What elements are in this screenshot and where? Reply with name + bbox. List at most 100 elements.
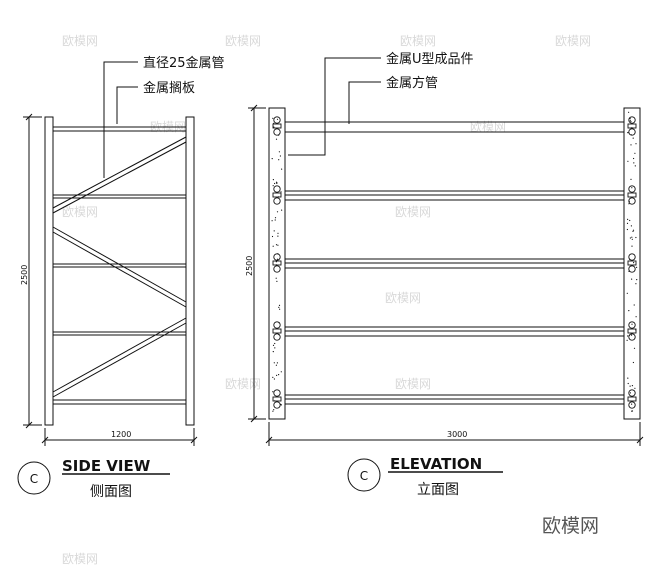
elev-annotation-square-tube: 金属方管 <box>386 75 438 91</box>
upright-speckle <box>627 382 629 385</box>
side-leader-shelf <box>116 86 138 124</box>
upright-speckle <box>274 347 276 349</box>
upright-speckle <box>629 237 632 239</box>
upright-speckle <box>280 191 282 193</box>
upright-speckle <box>632 137 634 139</box>
elev-right-upright <box>623 107 641 420</box>
upright-speckle <box>273 378 275 380</box>
upright-speckle <box>280 371 282 373</box>
upright-speckle <box>631 403 633 405</box>
upright-slot <box>273 253 281 261</box>
upright-speckle <box>278 151 280 153</box>
upright-slot <box>273 401 281 409</box>
elevation-symbol-circle <box>347 458 381 492</box>
upright-speckle <box>276 182 278 184</box>
upright-speckle <box>272 410 274 412</box>
elevation-title: ELEVATION <box>390 455 482 473</box>
upright-slot <box>273 116 281 124</box>
upright-speckle <box>630 225 633 227</box>
side-shelves <box>53 126 186 405</box>
side-annotation-tube: 直径25金属管 <box>143 55 225 71</box>
upright-slot <box>628 265 636 273</box>
upright-bracket <box>627 396 637 402</box>
upright-slot <box>273 128 281 136</box>
upright-speckle <box>626 222 629 224</box>
watermark: 欧模网 <box>62 552 98 566</box>
upright-bracket <box>272 123 282 129</box>
upright-slot <box>628 321 636 329</box>
upright-speckle <box>629 392 632 394</box>
upright-speckle <box>628 310 630 312</box>
side-view-symbol-circle <box>17 461 51 495</box>
upright-speckle <box>274 342 276 345</box>
upright-speckle <box>633 157 635 160</box>
upright-speckle <box>632 229 635 231</box>
upright-speckle <box>630 144 632 146</box>
upright-speckle <box>277 244 279 246</box>
elev-height-label: 2500 <box>245 256 254 276</box>
upright-slot <box>628 253 636 261</box>
upright-bracket <box>627 328 637 334</box>
elevation-labels: 金属U型成品件 金属方管 2500 3000 C ELEVATION 立面图 <box>245 51 482 498</box>
upright-speckle <box>633 262 635 264</box>
upright-speckle <box>272 391 274 393</box>
upright-speckle <box>631 238 633 240</box>
elev-leader-square-tube <box>348 81 381 124</box>
watermark: 欧模网 <box>225 34 261 48</box>
upright-speckle <box>274 182 276 185</box>
upright-speckle <box>629 219 631 222</box>
upright-speckle <box>276 118 279 120</box>
upright-slot <box>628 401 636 409</box>
upright-slot <box>628 333 636 341</box>
upright-slot <box>273 265 281 273</box>
upright-bracket <box>627 123 637 129</box>
upright-speckle <box>277 258 279 260</box>
upright-speckle <box>272 117 274 119</box>
side-height-dimension <box>23 113 42 429</box>
watermark: 欧模网 <box>62 205 98 219</box>
elev-width-dimension <box>265 422 644 446</box>
upright-speckle <box>278 374 280 376</box>
upright-speckle <box>627 335 629 337</box>
upright-speckle <box>271 235 274 238</box>
upright-speckle <box>278 306 280 308</box>
upright-speckle <box>277 235 279 237</box>
upright-speckle <box>272 185 274 187</box>
upright-speckle <box>631 245 633 247</box>
upright-speckle <box>279 155 281 157</box>
upright-speckle <box>275 181 278 183</box>
upright-speckle <box>632 361 635 364</box>
upright-speckle <box>276 362 278 364</box>
upright-speckle <box>278 159 280 161</box>
upright-speckle <box>635 283 637 285</box>
upright-speckle <box>274 219 276 221</box>
upright-speckle <box>272 245 274 247</box>
upright-speckle <box>633 162 635 164</box>
elev-leader-u-part <box>288 57 381 156</box>
upright-speckle <box>627 160 629 162</box>
upright-speckle <box>635 143 637 145</box>
upright-slot <box>273 389 281 397</box>
side-right-post <box>185 116 195 426</box>
side-view-symbol: C <box>30 472 38 486</box>
upright-speckle <box>275 244 278 246</box>
upright-speckle <box>627 218 629 220</box>
upright-speckle <box>631 323 633 325</box>
upright-speckle <box>273 126 275 128</box>
upright-speckle <box>634 165 636 167</box>
upright-speckle <box>629 117 631 120</box>
upright-slot <box>273 197 281 205</box>
elev-left-upright <box>268 107 286 420</box>
upright-speckle <box>631 187 633 189</box>
upright-speckle <box>274 217 277 219</box>
watermark: 欧模网 <box>385 291 421 305</box>
upright-speckle <box>628 203 630 205</box>
upright-speckle <box>635 316 637 318</box>
watermark: 欧模网 <box>395 205 431 219</box>
upright-speckle <box>276 280 278 282</box>
upright-speckle <box>631 385 634 387</box>
elevation-subtitle: 立面图 <box>417 482 459 498</box>
upright-speckle <box>636 279 638 281</box>
